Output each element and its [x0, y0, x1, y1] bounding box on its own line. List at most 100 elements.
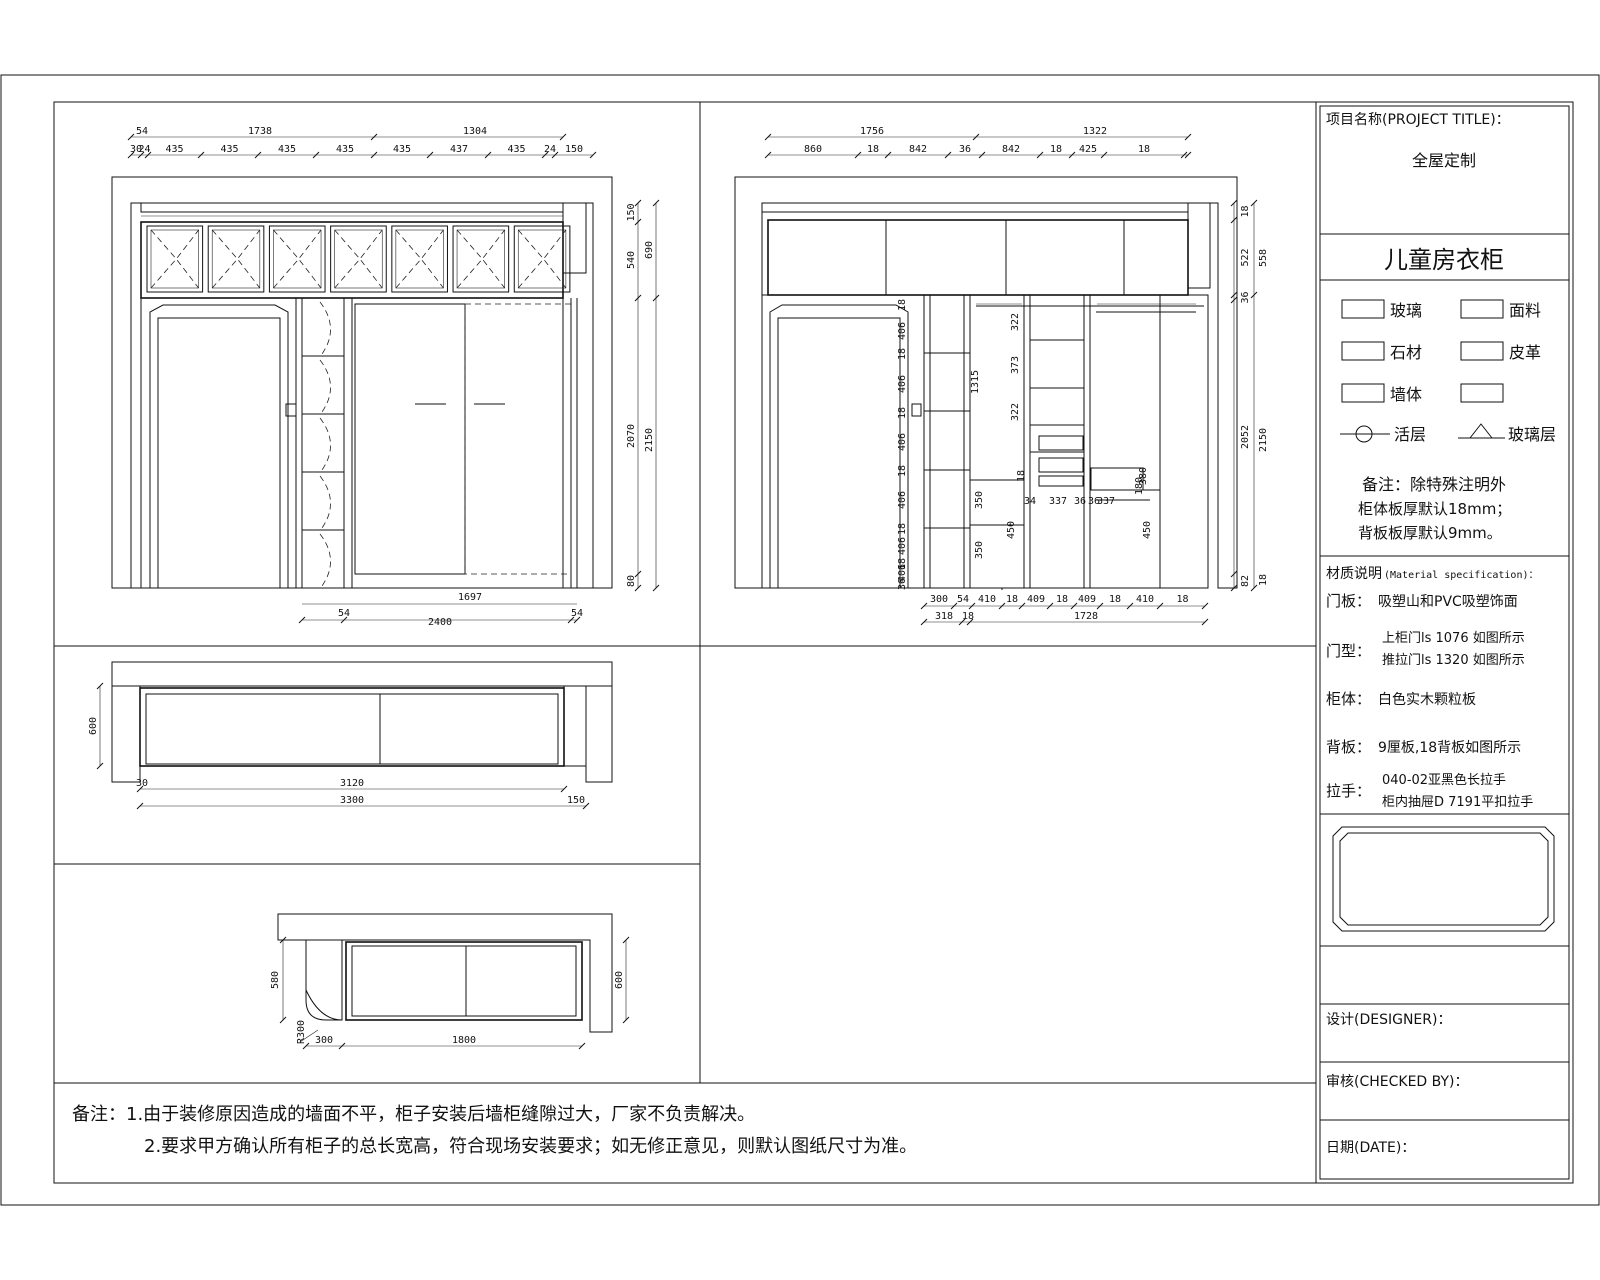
dimension-label: 435 [278, 144, 296, 155]
dimension-label: 540 [626, 251, 637, 269]
dimension-label: 18 [1176, 594, 1188, 605]
dimension-label: 1315 [970, 370, 981, 394]
dimension-label: 380 [1138, 467, 1149, 485]
material-value-door: 吸塑山和PVC吸塑饰面 [1378, 594, 1518, 610]
material-value-back: 9厘板,18背板如图所示 [1378, 740, 1521, 756]
material-value-body: 白色实木颗粒板 [1378, 691, 1476, 708]
upper-cabinet-door [513, 225, 571, 293]
dimension-label: R300 [296, 1020, 307, 1044]
dimension-label: 3120 [340, 778, 364, 789]
dimension-label: 425 [1079, 144, 1097, 155]
sliding-door-right [464, 303, 572, 575]
dimension-label: 373 [1010, 356, 1021, 374]
material-key-body: 柜体： [1326, 690, 1371, 708]
drawer [1038, 457, 1084, 473]
dimension-label: 24 [138, 144, 150, 155]
dimension-label: 18 [1056, 594, 1068, 605]
project-name: 全屋定制 [1412, 151, 1476, 170]
dimension-label: 690 [644, 241, 655, 259]
dimension-label: 150 [565, 144, 583, 155]
dimension-label: 18 [1006, 594, 1018, 605]
dimension-label: 1738 [248, 126, 272, 137]
dimension-label: 1304 [463, 126, 487, 137]
dimension-label: 36 [1074, 496, 1086, 507]
title-block: 项目名称(PROJECT TITLE)： 全屋定制 儿童房衣柜 玻璃 面料 石材… [1315, 102, 1570, 1183]
dimension-label: 18 [897, 348, 908, 360]
legend-label-glass-shelf: 玻璃层 [1508, 425, 1556, 444]
dimension-label: 54 [957, 594, 969, 605]
dimension-label: 36 [1240, 291, 1251, 303]
note-line-3: 背板板厚默认9mm。 [1358, 524, 1502, 542]
dimension-label: 2400 [428, 617, 452, 628]
dimension-label: 337 [1097, 496, 1115, 507]
blank-box-icon [1460, 383, 1504, 403]
dimension-label: 2052 [1240, 425, 1251, 449]
dimension-label: 18 [1258, 574, 1269, 586]
dimension-label: 36 [959, 144, 971, 155]
dimension-label: 150 [626, 203, 637, 221]
leather-hatch-icon [1460, 341, 1504, 361]
note-line-1: 备注：1.由于装修原因造成的墙面不平，柜子安装后墙柜缝隙过大，厂家不负责解决。 [72, 1104, 755, 1125]
dimension-label: 18 [962, 611, 974, 622]
sliding-door-left [354, 303, 466, 575]
dimension-label: 1756 [860, 126, 884, 137]
dimension-label: 3300 [340, 795, 364, 806]
open-shelves [302, 297, 344, 587]
dimension-label: 18 [867, 144, 879, 155]
movable-shelf-icon [1340, 425, 1390, 443]
dimension-label: 1800 [452, 1035, 476, 1046]
dimension-label: 18 [897, 465, 908, 477]
dimension-label: 406 [897, 537, 908, 555]
checked-label: 审核(CHECKED BY)： [1326, 1074, 1469, 1090]
upper-cabinet-door [452, 225, 510, 293]
dimension-label: 82 [1240, 575, 1251, 587]
stone-hatch-icon [1341, 341, 1385, 361]
dimension-label: 1697 [458, 592, 482, 603]
project-title-label: 项目名称(PROJECT TITLE)： [1326, 112, 1510, 128]
dimension-label: 318 [935, 611, 953, 622]
dimension-label: 24 [544, 144, 556, 155]
upper-cabinet-doors [146, 225, 571, 293]
dimension-label: 450 [1142, 521, 1153, 539]
upper-cabinet-door [146, 225, 204, 293]
material-key-back: 背板： [1326, 738, 1371, 756]
material-value-handle-2: 柜内抽屉D 7191平扣拉手 [1382, 794, 1533, 810]
dimension-label: 350 [974, 541, 985, 559]
dimension-label: 2070 [626, 424, 637, 448]
material-heading: 材质说明 [1326, 566, 1382, 582]
dimension-label: 580 [270, 971, 281, 989]
dimension-label: 435 [393, 144, 411, 155]
dimension-label: 600 [88, 717, 99, 735]
legend-label-movable-shelf: 活层 [1394, 425, 1426, 444]
dimension-label: 860 [804, 144, 822, 155]
dimension-label: 54 [136, 126, 148, 137]
dimension-label: 409 [1078, 594, 1096, 605]
dimension-label: 406 [897, 564, 908, 582]
drawer [1090, 467, 1144, 491]
date-label: 日期(DATE)： [1326, 1140, 1415, 1156]
dimension-label: 406 [897, 491, 908, 509]
material-key-door-type: 门型： [1326, 642, 1371, 660]
upper-cabinet-door [268, 225, 326, 293]
dimension-label: 36 [897, 578, 908, 590]
note-line-1: 备注：除特殊注明外 [1362, 475, 1506, 494]
fabric-hatch-icon [1460, 299, 1504, 319]
dimension-label: 36 [1088, 496, 1100, 507]
designer-label: 设计(DESIGNER)： [1326, 1012, 1451, 1028]
dimension-label: 34 [1024, 496, 1036, 507]
dimension-label: 30 [130, 144, 142, 155]
dimension-label: 80 [626, 575, 637, 587]
upper-cabinet-door [207, 225, 265, 293]
dimension-label: 410 [978, 594, 996, 605]
dimension-label: 30 [136, 778, 148, 789]
drawing-title: 儿童房衣柜 [1384, 246, 1504, 274]
dimension-label: 406 [897, 433, 908, 451]
dimension-label: 435 [220, 144, 238, 155]
drawer [1038, 475, 1084, 487]
legend-label-leather: 皮革 [1509, 343, 1541, 362]
